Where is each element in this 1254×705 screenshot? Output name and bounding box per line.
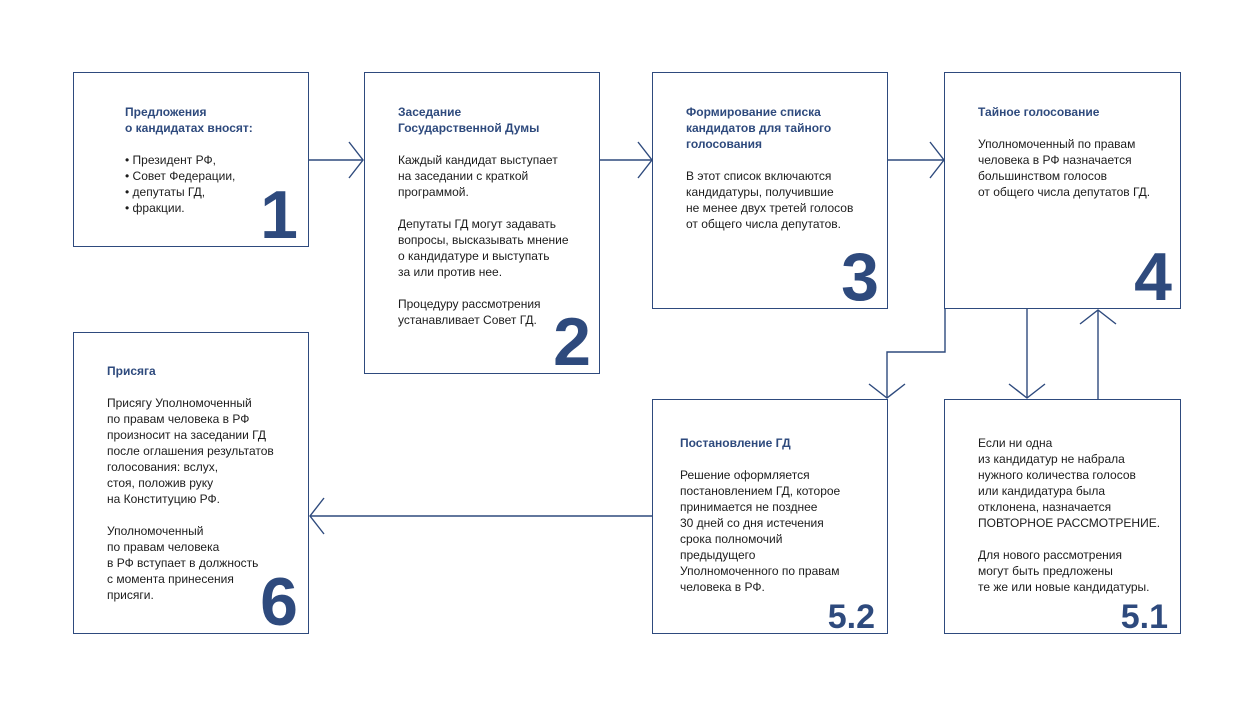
step-5-2-number: 5.2 <box>827 598 875 636</box>
step-4-number: 4 <box>1134 239 1172 315</box>
step-1-number: 1 <box>260 177 298 253</box>
step-2-body: Каждый кандидат выступает на заседании с… <box>398 153 569 327</box>
step-3-body: В этот список включаются кандидатуры, по… <box>686 169 854 231</box>
step-3-title: Формирование списка кандидатов для тайно… <box>686 105 832 151</box>
step-6-title: Присяга <box>107 364 156 378</box>
step-2-box: Заседание Государственной Думы Каждый ка… <box>364 72 600 380</box>
step-4-title: Тайное голосование <box>978 105 1100 119</box>
step-3-box: Формирование списка кандидатов для тайно… <box>652 72 888 315</box>
step-2-title: Заседание Государственной Думы <box>398 105 540 135</box>
step-1-box: Предложения о кандидатах вносят: • Прези… <box>73 72 309 253</box>
arrowhead-4-to-5-2 <box>868 383 906 399</box>
step-5-2-body: Решение оформляется постановлением ГД, к… <box>680 468 841 594</box>
step-1-title: Предложения о кандидатах вносят: <box>125 105 253 135</box>
step-5-1-box: Если ни одна из кандидатур не набрала ну… <box>944 399 1181 634</box>
step-1-body: • Президент РФ, • Совет Федерации, • деп… <box>125 153 236 215</box>
step-2-number: 2 <box>553 304 591 380</box>
step-6-box: Присяга Присягу Уполномоченный по правам… <box>73 332 309 640</box>
arrowhead-5-1-to-4 <box>1079 309 1117 325</box>
step-3-number: 3 <box>841 239 879 315</box>
step-6-number: 6 <box>260 564 298 640</box>
arrowhead-4-to-5-1 <box>1008 383 1046 399</box>
step-4-box: Тайное голосование Уполномоченный по пра… <box>944 72 1181 315</box>
arrowhead-1-to-2 <box>348 141 364 179</box>
step-5-2-box: Постановление ГД Решение оформляется пос… <box>652 399 888 634</box>
step-5-2-title: Постановление ГД <box>680 436 791 450</box>
arrowhead-5-2-to-6 <box>309 497 325 535</box>
step-5-1-body: Если ни одна из кандидатур не набрала ну… <box>978 436 1161 594</box>
arrow-4-to-5-2 <box>886 308 946 398</box>
step-6-body: Присягу Уполномоченный по правам человек… <box>107 396 274 602</box>
step-5-1-number: 5.1 <box>1120 598 1168 636</box>
step-4-body: Уполномоченный по правам человека в РФ н… <box>978 137 1151 199</box>
